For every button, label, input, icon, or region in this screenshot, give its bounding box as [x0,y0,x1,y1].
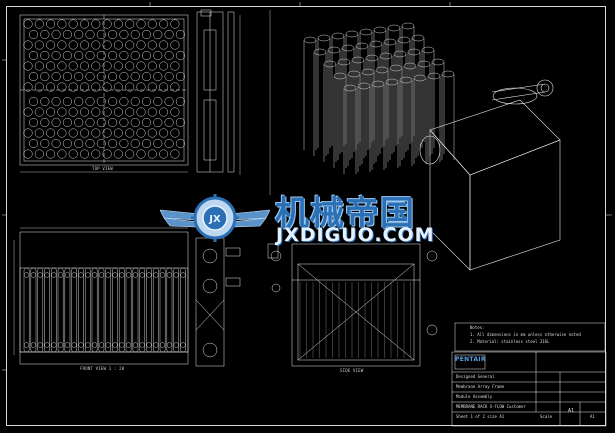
front-view-label: FRONT VIEW 1 : 20 [80,366,125,371]
notes-heading: Notes: [470,325,485,330]
membrane-tubes-front [23,267,186,353]
side-strip-top [196,9,235,173]
note-1: 1. All dimensions in mm unless otherwise… [470,332,581,337]
watermark-english: JXDIGUO.COM [276,224,435,246]
top-view-label: TOP VIEW [92,166,113,171]
title-block [451,322,607,427]
title-line-2: Membrane Array Frame [456,384,505,389]
dimension-lines [13,10,271,355]
top-view [19,14,189,166]
front-side-elevation [195,237,241,367]
title-line-3: Module Assembly [456,394,493,399]
title-line-5: Sheet 1 of 2 size A1 [456,414,505,419]
side-view-label: SIDE VIEW [340,368,364,373]
watermark-chinese: 机械帝国 [275,194,415,234]
company-logo: PENTAIR [455,356,486,363]
side-view-hatch [299,282,411,358]
side-view [267,243,438,367]
drawing-border [6,6,606,426]
sheet-number: A1 [590,414,595,419]
sheet-size: A1 [568,408,575,414]
emblem-letters: JX [208,214,221,225]
membrane-circles-top [23,19,185,159]
scale-label: Scale [540,414,553,419]
note-2: 2. Material: stainless steel 316L [470,339,550,344]
title-line-4: MEMBRANE RACK X-FLOW Customer [456,404,526,409]
title-line-1: Designed General [456,374,495,379]
isometric-frame [419,79,561,271]
isometric-view [303,22,455,174]
watermark-emblem-icon: JX [160,194,270,242]
